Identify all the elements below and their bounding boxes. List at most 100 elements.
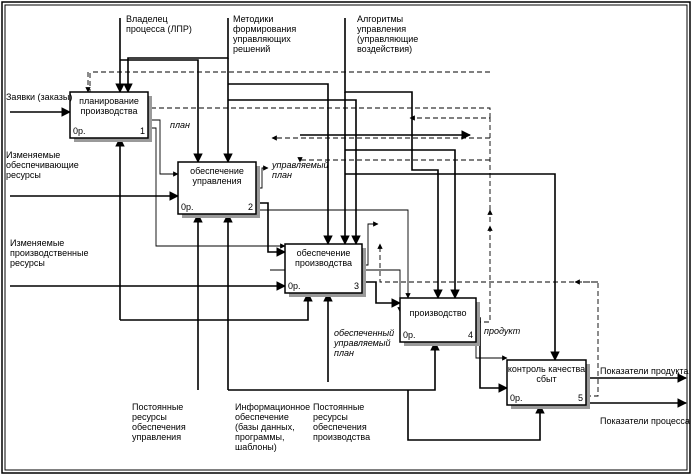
box-title: обеспечение xyxy=(190,166,244,176)
label-info-line: программы, xyxy=(235,432,285,442)
box-cost: 0р. xyxy=(510,393,523,403)
arrow-ctrl-b3b xyxy=(228,99,361,245)
label-algorithms: Алгоритмыуправления(управляющиевоздейств… xyxy=(357,14,418,54)
label-product-line: продукт xyxy=(484,326,521,336)
box-title: производства xyxy=(295,258,352,268)
box-cost: 0р. xyxy=(73,126,86,136)
label-support-res-line: ресурсы xyxy=(6,170,41,180)
label-support-res-line: обеспечивающие xyxy=(6,160,79,170)
activity-boxes: планированиепроизводства0р.1обеспечениеу… xyxy=(69,91,590,409)
box-frame xyxy=(284,243,363,294)
label-kpi-product: Показатели продукта xyxy=(600,366,688,376)
label-prod-res-line: Изменяемые xyxy=(10,238,64,248)
arrow-b1-b2 xyxy=(148,119,179,177)
box-number: 2 xyxy=(248,202,253,212)
arrow-ctrl-b4 xyxy=(345,149,460,299)
label-info-line: Информационное xyxy=(235,402,310,412)
label-methods-line: Методики xyxy=(233,14,273,24)
feedback-to-b1 xyxy=(85,71,491,118)
box-cost: 0р. xyxy=(288,281,301,291)
feedback-to-b3 xyxy=(377,243,598,283)
label-perm-res-prod-line: производства xyxy=(313,432,370,442)
label-secured-plan-line: план xyxy=(334,348,354,358)
arrows-solid xyxy=(10,18,687,441)
feedback-b4-side xyxy=(476,225,493,323)
arrow-owner-b2 xyxy=(120,59,203,163)
box-cost: 0р. xyxy=(403,330,416,340)
box-frame xyxy=(177,161,257,215)
label-managed-plan-line: план xyxy=(272,170,292,180)
box-number: 5 xyxy=(578,393,583,403)
label-kpi-process: Показатели процесса xyxy=(600,416,690,426)
label-managed-plan-line: управляемый xyxy=(271,160,328,170)
label-prod-res-line: производственные xyxy=(10,248,89,258)
label-owner-line: Владелец xyxy=(126,14,168,24)
label-perm-res-prod-line: обеспечения xyxy=(313,422,367,432)
label-info-line: (базы данных, xyxy=(235,422,295,432)
label-methods-line: формирования xyxy=(233,24,296,34)
label-owner-line: процесса (ЛПР) xyxy=(126,24,192,34)
box-title: производства xyxy=(80,106,137,116)
label-orders: Заявки (заказы) xyxy=(6,92,72,102)
label-methods-line: решений xyxy=(233,44,270,54)
label-orders-line: Заявки (заказы) xyxy=(6,92,72,102)
label-info-line: шаблоны) xyxy=(235,442,277,452)
box-number: 4 xyxy=(468,330,473,340)
label-secured-plan-line: управляемый xyxy=(333,338,390,348)
box-number: 1 xyxy=(140,126,145,136)
label-support-res-line: Изменяемые xyxy=(6,150,60,160)
label-info-line: обеспечение xyxy=(235,412,289,422)
box-title: планирование xyxy=(79,96,139,106)
feedback-b4 xyxy=(409,115,491,210)
label-perm-res-mgmt-line: ресурсы xyxy=(132,412,167,422)
label-perm-res-mgmt-line: Постоянные xyxy=(132,402,183,412)
arrow-ctrl-b3a xyxy=(228,83,333,245)
label-perm-res-prod-line: ресурсы xyxy=(313,412,348,422)
box-frame xyxy=(506,359,587,406)
label-algorithms-line: (управляющие xyxy=(357,34,418,44)
arrow-mech-b4 xyxy=(228,341,440,391)
label-algorithms-line: Алгоритмы xyxy=(357,14,403,24)
arrow-mech-b3 xyxy=(120,292,313,321)
box-frame xyxy=(399,297,477,343)
label-algorithms-line: управления xyxy=(357,24,406,34)
box-number: 3 xyxy=(354,281,359,291)
inner-frame xyxy=(4,4,688,471)
label-perm-res-mgmt-line: обеспечения xyxy=(132,422,186,432)
label-kpi-process-line: Показатели процесса xyxy=(600,416,690,426)
label-product: продукт xyxy=(484,326,521,336)
label-secured-plan-line: обеспеченный xyxy=(334,328,394,338)
label-plan: план xyxy=(170,120,190,130)
box-cost: 0р. xyxy=(181,202,194,212)
arrows-feedback xyxy=(85,71,599,397)
box-title: сбыт xyxy=(536,374,556,384)
box-title: управления xyxy=(192,176,241,186)
label-perm-res-mgmt-line: управления xyxy=(132,432,181,442)
box-title: контроль качества xyxy=(508,364,585,374)
arrow-b3-b4 xyxy=(362,281,401,308)
arrow-b2-b3 xyxy=(256,202,286,257)
label-kpi-product-line: Показатели продукта xyxy=(600,366,688,376)
arrow-mech-b5 xyxy=(407,390,545,441)
arrow-methods-b1 xyxy=(123,18,229,93)
arrow-b2-b4 xyxy=(256,209,411,299)
label-methods-line: управляющих xyxy=(233,34,291,44)
box-frame xyxy=(69,91,149,139)
